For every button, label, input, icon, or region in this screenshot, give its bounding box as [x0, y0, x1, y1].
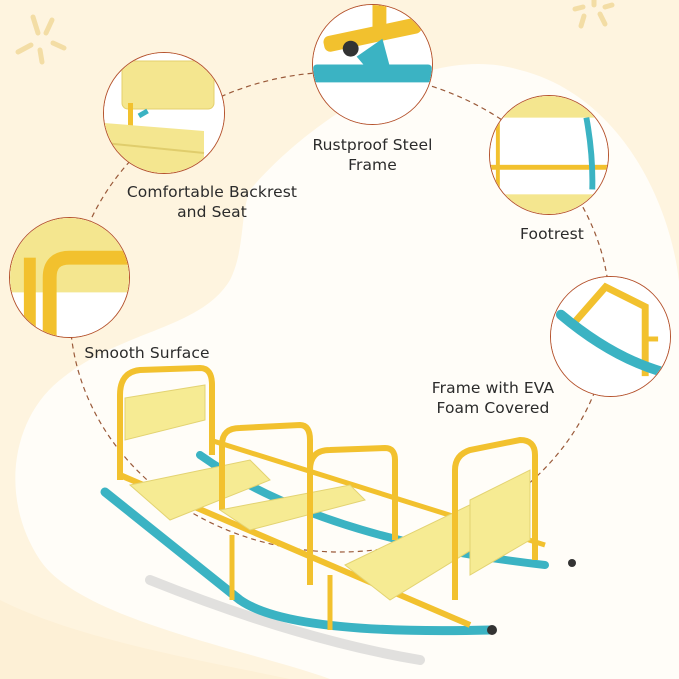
sparkle-icon — [15, 14, 67, 65]
eva-foam-rocker-closeup-icon — [551, 277, 670, 396]
feature-label-backrest: Comfortable Backrest and Seat — [126, 183, 298, 221]
callout-steel — [312, 4, 433, 125]
callout-smooth — [9, 217, 130, 338]
feature-label-smooth: Smooth Surface — [84, 344, 210, 362]
front-rocker — [100, 487, 495, 636]
callout-footrest — [489, 95, 609, 215]
feature-label-steel: Rustproof Steel Frame — [312, 136, 433, 174]
steel-joint-closeup-icon — [313, 5, 432, 124]
callout-eva — [550, 276, 671, 397]
sparkle-icon — [572, 0, 615, 29]
seat-backrest-closeup-icon — [104, 53, 224, 173]
rounded-tube-closeup-icon — [10, 218, 129, 337]
callout-backrest — [103, 52, 225, 174]
feature-label-footrest: Footrest — [520, 225, 584, 243]
feature-label-eva: Frame with EVA Foam Covered — [431, 379, 555, 417]
